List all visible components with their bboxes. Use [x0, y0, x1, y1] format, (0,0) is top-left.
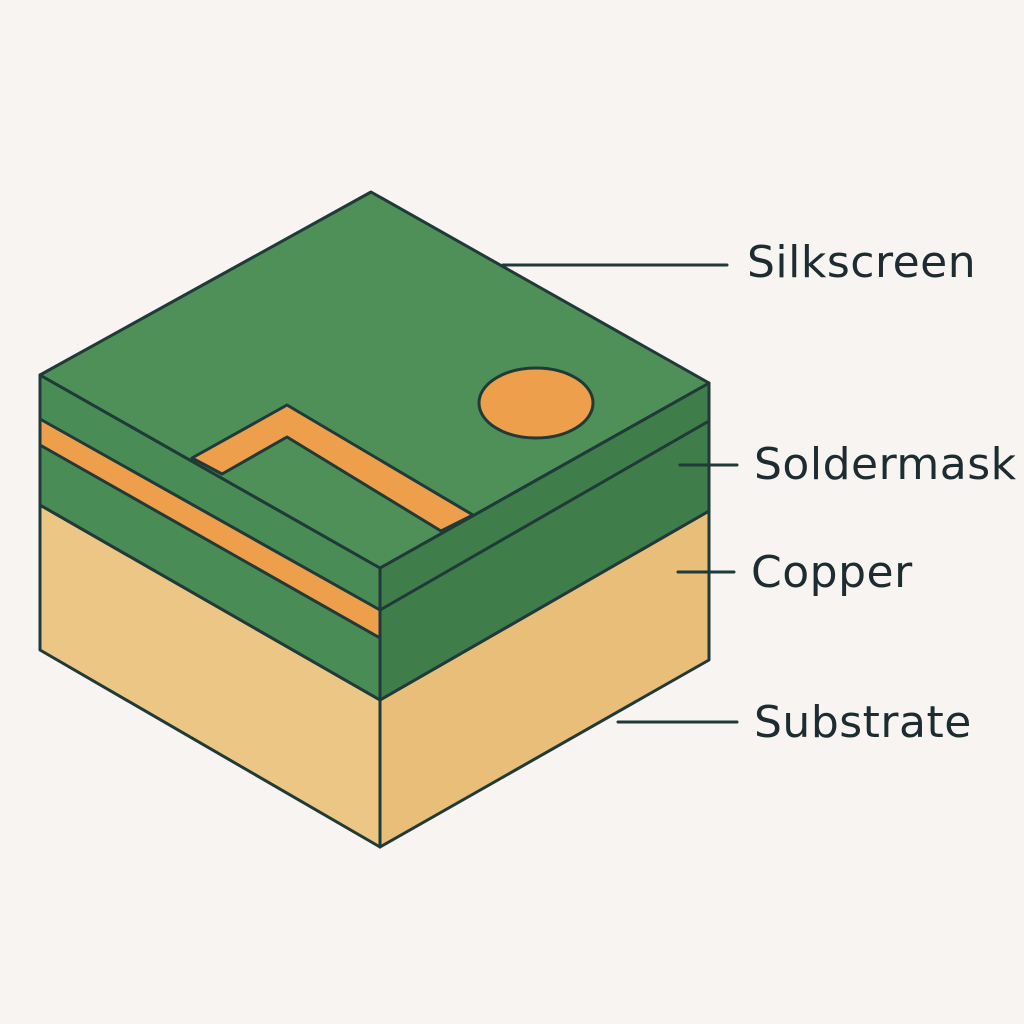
copper-pad: [477, 366, 595, 440]
soldermask-label: Soldermask: [754, 439, 1017, 490]
copper-label: Copper: [751, 547, 913, 598]
substrate-label: Substrate: [754, 697, 972, 748]
right-face-layer-divider: [378, 419, 711, 612]
leader-lines: [501, 263, 739, 724]
silkscreen-top-face: [38, 190, 711, 570]
pcb-block: [38, 190, 711, 849]
silkscreen-label: Silkscreen: [747, 237, 977, 288]
copper-trace: [190, 403, 475, 533]
